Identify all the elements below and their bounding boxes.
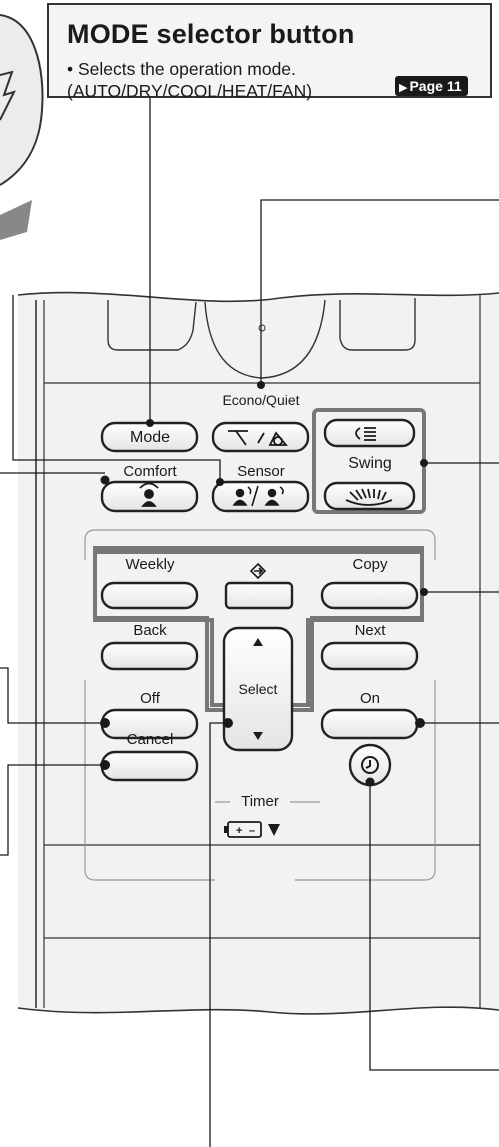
page-reference-label: Page 11 — [409, 78, 462, 94]
mode-selector-callout: MODE selector button • Selects the opera… — [47, 3, 492, 101]
svg-text:+: + — [236, 825, 242, 837]
sensor-label: Sensor — [237, 463, 285, 480]
timer-label: Timer — [241, 793, 279, 810]
copy-label: Copy — [352, 556, 388, 573]
swing-vertical-button[interactable] — [323, 418, 416, 448]
swing-horizontal-icon — [345, 488, 393, 506]
comfort-icon — [139, 482, 159, 507]
on-timer-button[interactable] — [320, 708, 419, 740]
callout-dots — [100, 381, 428, 787]
weekly-button[interactable] — [100, 581, 199, 610]
callout-title: MODE selector button — [67, 19, 355, 49]
clock-icon — [361, 756, 379, 774]
mode-button-label: Mode — [129, 429, 171, 446]
off-label: Off — [140, 690, 160, 707]
select-label: Select — [238, 681, 278, 697]
select-down-arrow-icon — [253, 732, 263, 740]
callout-modes: (AUTO/DRY/COOL/HEAT/FAN) — [67, 81, 313, 101]
callout-description: • Selects the operation mode. — [67, 59, 296, 79]
svg-text:–: – — [249, 825, 255, 837]
back-label: Back — [133, 622, 167, 639]
program-arrow-icon — [249, 562, 267, 580]
select-up-arrow-icon — [253, 638, 263, 646]
battery-icon: + – — [224, 821, 280, 838]
program-group — [93, 550, 424, 707]
swing-vertical-icon — [355, 427, 376, 441]
copy-button[interactable] — [320, 581, 419, 610]
swing-label: Swing — [348, 455, 392, 472]
econo-quiet-button[interactable] — [211, 421, 310, 453]
econo-quiet-icon — [228, 430, 288, 446]
page-reference-badge[interactable]: ▶Page 11 — [395, 76, 468, 96]
indoor-unit-edge — [0, 14, 44, 240]
sensor-button[interactable] — [211, 480, 310, 513]
back-button[interactable] — [100, 641, 199, 671]
econo-quiet-label: Econo/Quiet — [222, 392, 300, 408]
weekly-label: Weekly — [125, 556, 175, 573]
next-button[interactable] — [320, 641, 419, 671]
program-button[interactable] — [224, 581, 294, 610]
callout-lines — [0, 98, 499, 1147]
select-button[interactable] — [222, 626, 294, 752]
on-label: On — [359, 690, 381, 707]
next-label: Next — [354, 622, 386, 639]
comfort-label: Comfort — [123, 463, 177, 480]
sensor-icon — [232, 485, 284, 507]
cancel-label: Cancel — [126, 731, 174, 748]
cancel-timer-button[interactable] — [100, 750, 199, 782]
